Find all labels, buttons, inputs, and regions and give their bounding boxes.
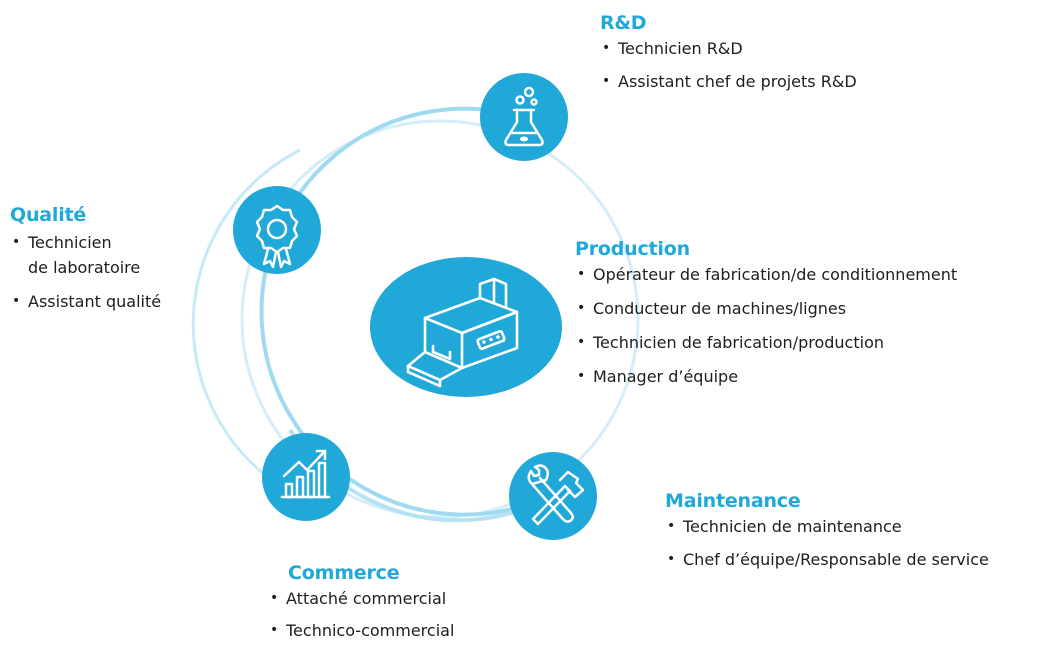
list-item: Technicien de fabrication/production xyxy=(575,332,957,353)
list-item: Opérateur de fabrication/de conditionnem… xyxy=(575,264,957,285)
tools-icon xyxy=(509,452,597,540)
list-item: Chef d’équipe/Responsable de service xyxy=(665,549,989,570)
growth-chart-icon xyxy=(262,433,350,521)
qualite-section: Qualité Technicien de laboratoire Assist… xyxy=(10,204,161,323)
commerce-section: Commerce Attaché commercial Technico-com… xyxy=(268,562,454,652)
production-list: Opérateur de fabrication/de conditionnem… xyxy=(575,264,957,387)
maintenance-section: Maintenance Technicien de maintenance Ch… xyxy=(665,490,989,582)
list-item: Conducteur de machines/lignes xyxy=(575,298,957,319)
flask-icon xyxy=(480,73,568,161)
list-item: Technico-commercial xyxy=(268,620,454,641)
outer-ring xyxy=(240,119,640,519)
production-machine-icon xyxy=(370,257,562,397)
maintenance-list: Technicien de maintenance Chef d’équipe/… xyxy=(665,516,989,570)
rd-list: Technicien R&D Assistant chef de projets… xyxy=(600,38,857,92)
ring-swoosh-left xyxy=(259,106,546,517)
commerce-title: Commerce xyxy=(288,562,400,584)
commerce-list: Attaché commercial Technico-commercial xyxy=(268,588,454,641)
production-section: Production Opérateur de fabrication/de c… xyxy=(575,238,957,400)
list-item: Attaché commercial xyxy=(268,588,454,609)
list-item: Manager d’équipe xyxy=(575,366,957,387)
award-ribbon-icon xyxy=(233,186,321,274)
rd-title: R&D xyxy=(600,12,647,34)
list-item: Technicien de laboratoire xyxy=(10,230,161,280)
list-item: Technicien R&D xyxy=(600,38,857,59)
production-title: Production xyxy=(575,238,690,260)
list-item: Assistant chef de projets R&D xyxy=(600,71,857,92)
qualite-list: Technicien de laboratoire Assistant qual… xyxy=(10,230,161,312)
list-item: Technicien de maintenance xyxy=(665,516,989,537)
list-item: Assistant qualité xyxy=(10,291,161,312)
rd-section: R&D Technicien R&D Assistant chef de pro… xyxy=(600,12,857,104)
maintenance-title: Maintenance xyxy=(665,490,801,512)
qualite-title: Qualité xyxy=(10,204,87,226)
